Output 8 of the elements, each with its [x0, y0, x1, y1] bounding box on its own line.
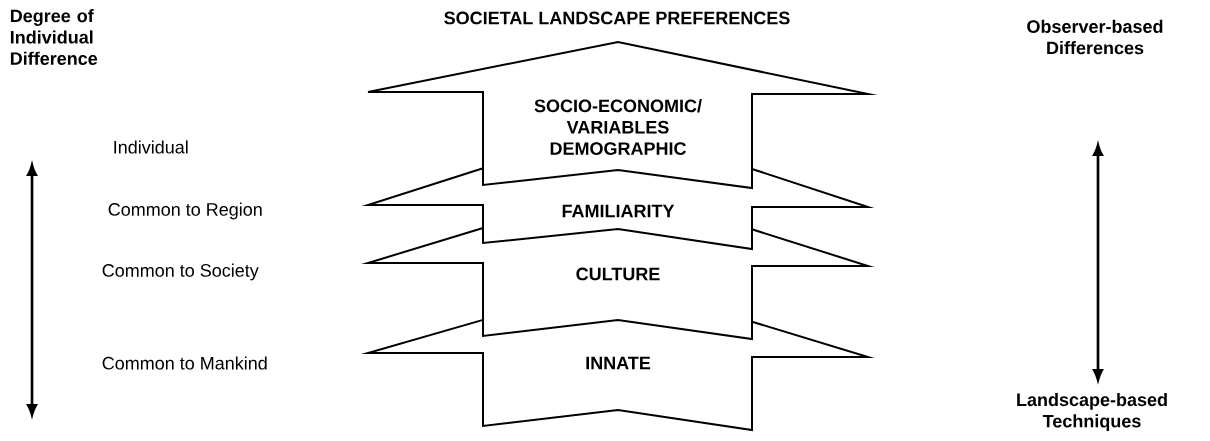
side-label: Observer-based Differences: [1027, 19, 1163, 55]
side-label: Common to Region: [108, 202, 262, 220]
side-label: Degree of Individual Difference: [10, 9, 98, 65]
side-label: Individual: [114, 140, 188, 154]
side-label: Common to Society: [102, 263, 259, 281]
side-label: Common to Mankind: [102, 356, 267, 370]
title: SOCIETAL LANDSCAPE PREFERENCES: [444, 11, 790, 25]
side-label: Landscape-based Techniques: [1017, 392, 1167, 432]
